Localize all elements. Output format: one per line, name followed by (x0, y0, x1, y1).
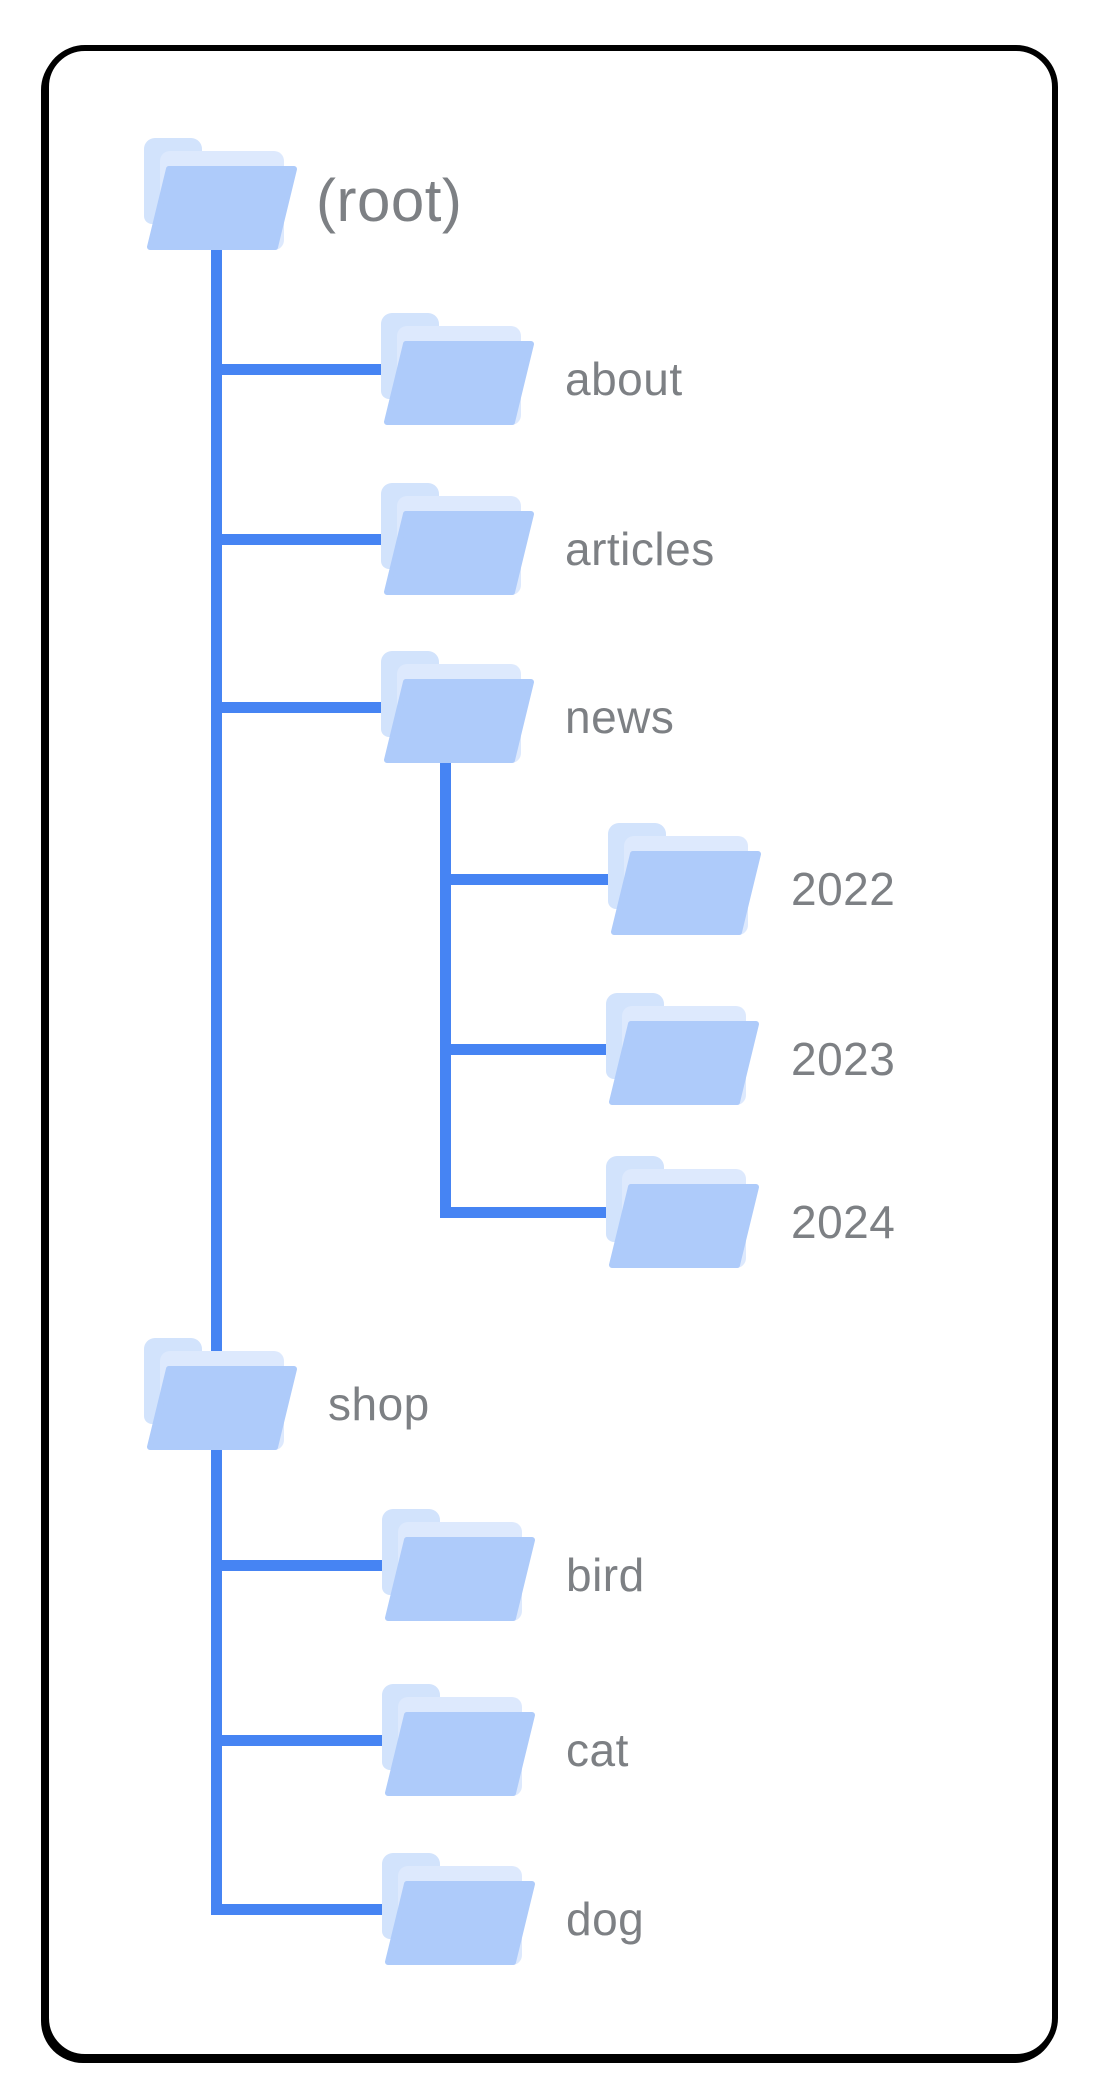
branch-line-2024 (440, 1207, 618, 1218)
folder-icon-about (381, 313, 536, 426)
branch-line-articles (211, 534, 392, 545)
folder-icon-articles (381, 483, 536, 596)
branch-line-news (211, 702, 392, 713)
folder-label-shop: shop (328, 1378, 430, 1430)
folder-icon-2024 (606, 1156, 761, 1269)
folder-label-news: news (565, 691, 675, 743)
branch-line-2022 (440, 874, 618, 885)
folder-icon-cat (382, 1684, 537, 1797)
trunk-line-root-to-shop (211, 246, 222, 1915)
folder-label-2023: 2023 (791, 1033, 896, 1085)
folder-label-cat: cat (566, 1724, 629, 1776)
branch-line-bird (211, 1560, 392, 1571)
folder-label-2022: 2022 (791, 863, 896, 915)
branch-line-about (211, 364, 392, 375)
branch-line-dog (211, 1904, 392, 1915)
folder-label-bird: bird (566, 1549, 645, 1601)
folder-label-2024: 2024 (791, 1196, 896, 1248)
folder-icon-bird (382, 1509, 537, 1622)
folder-label-articles: articles (565, 523, 715, 575)
folder-icon-2023 (606, 993, 761, 1106)
folder-icon-shop (144, 1338, 299, 1451)
branch-line-cat (211, 1735, 392, 1746)
folder-label-about: about (565, 353, 683, 405)
folder-icon-dog (382, 1853, 537, 1966)
folder-icon-2022 (608, 823, 763, 936)
branch-line-2023 (440, 1044, 618, 1055)
folder-label-root: (root) (316, 167, 463, 234)
folder-icon-root (144, 138, 299, 251)
diagram-card: (root) about articles news 2022 2023 202… (43, 45, 1058, 2060)
folder-icon-news (381, 651, 536, 764)
folder-label-dog: dog (566, 1893, 645, 1945)
trunk-line-news-children (440, 751, 451, 1212)
